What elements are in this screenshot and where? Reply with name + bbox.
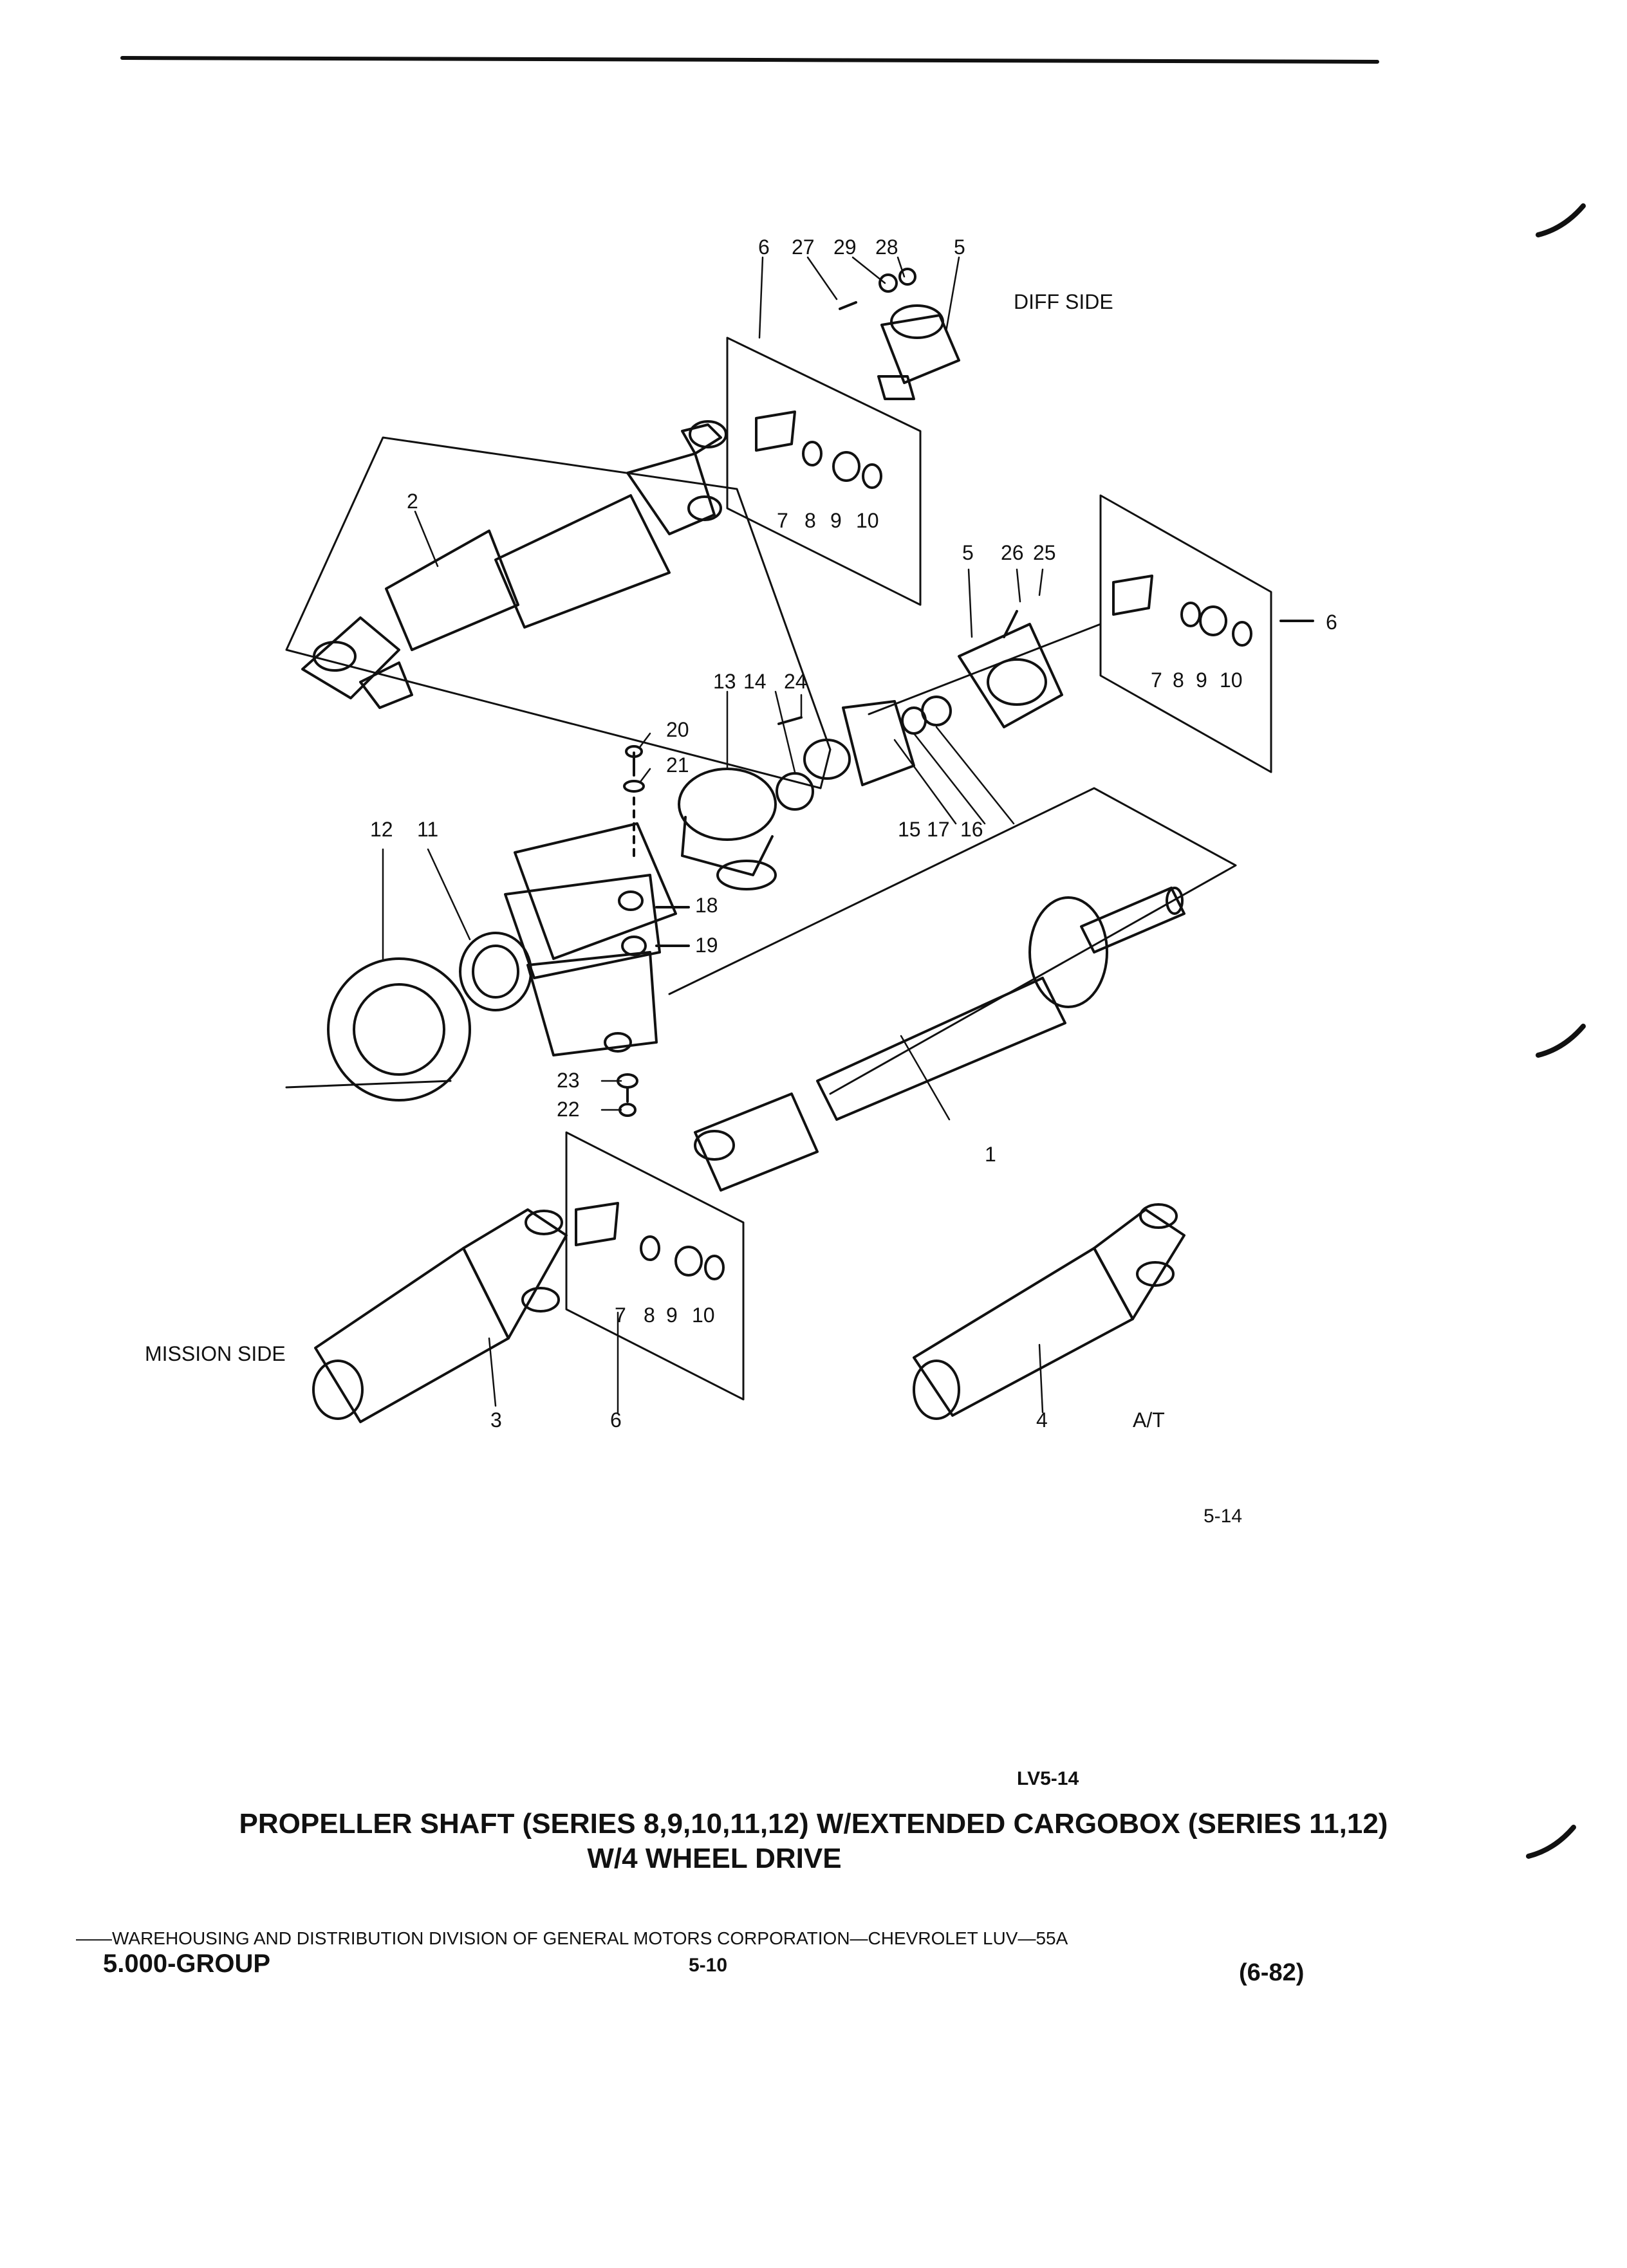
callout-10-upper: 10 [856, 509, 879, 532]
cushion-13 [678, 768, 777, 890]
callout-11: 11 [417, 818, 438, 841]
callout-5-mid: 5 [962, 541, 974, 564]
callout-8-upper: 8 [804, 509, 816, 532]
flange-5-mid [868, 610, 1102, 728]
callout-12: 12 [370, 818, 393, 841]
dust-seal-12 [285, 957, 471, 1102]
diff-side-label: DIFF SIDE [1014, 290, 1113, 313]
callout-18: 18 [695, 894, 718, 917]
at-label: A/T [1133, 1408, 1165, 1432]
top-rule [120, 56, 1379, 64]
universal-joint-kit-lower [565, 1131, 745, 1401]
punch-mark [1536, 1024, 1586, 1058]
callout-3: 3 [490, 1408, 502, 1432]
callout-10-right: 10 [1220, 668, 1243, 692]
footer-division-line: ——WAREHOUSING AND DISTRIBUTION DIVISION … [76, 1928, 1068, 1948]
callout-6-right: 6 [1326, 611, 1337, 634]
callout-16: 16 [960, 818, 983, 841]
bolt-20 [623, 745, 645, 857]
callout-9-upper: 9 [830, 509, 842, 532]
callout-8-right: 8 [1173, 668, 1184, 692]
universal-joint-kit-right [1099, 494, 1314, 773]
callout-numbers: 6 27 29 28 5 2 7 8 9 10 5 26 25 6 7 8 9 … [370, 235, 1337, 1432]
universal-joint-kit-upper [726, 337, 922, 606]
punch-mark [1536, 203, 1586, 237]
callout-10-lower: 10 [692, 1304, 715, 1327]
page-title: PROPELLER SHAFT (SERIES 8,9,10,11,12) W/… [239, 1808, 1388, 1839]
punch-mark [1526, 1825, 1576, 1859]
callout-7-right: 7 [1151, 668, 1162, 692]
callout-23: 23 [557, 1069, 580, 1092]
callout-27: 27 [792, 235, 815, 259]
flange-yoke-5-diff [839, 268, 960, 400]
footer-page-number: 5-10 [689, 1955, 728, 1976]
callout-5-top: 5 [954, 235, 965, 259]
footer-date: (6-82) [1239, 1959, 1305, 1986]
callout-25: 25 [1033, 541, 1056, 564]
callout-28: 28 [875, 235, 898, 259]
center-bearing-support [504, 822, 690, 1056]
leader-lines [382, 256, 1044, 1414]
callout-26: 26 [1001, 541, 1024, 564]
figure-number: 5-14 [1204, 1506, 1243, 1527]
propeller-shaft-4-at [913, 1203, 1185, 1420]
callout-6-lower: 6 [610, 1408, 622, 1432]
page-subtitle: W/4 WHEEL DRIVE [587, 1843, 842, 1874]
propeller-shaft-3 [312, 1208, 568, 1423]
callout-19: 19 [695, 934, 718, 957]
callout-6-top: 6 [758, 235, 770, 259]
callout-2: 2 [407, 490, 418, 513]
callout-14: 14 [743, 670, 767, 693]
callout-7-upper: 7 [777, 509, 788, 532]
companion-flange-center [776, 696, 952, 811]
mission-side-label: MISSION SIDE [145, 1342, 286, 1365]
propeller-shaft-2 [285, 420, 832, 789]
callout-15: 15 [898, 818, 921, 841]
callout-20: 20 [666, 718, 689, 741]
plate-id: LV5-14 [1017, 1768, 1079, 1789]
callout-9-right: 9 [1196, 668, 1207, 692]
bearing-11 [459, 932, 532, 1011]
propeller-shaft-1 [668, 787, 1237, 1192]
callout-29: 29 [833, 235, 857, 259]
callout-4: 4 [1036, 1408, 1048, 1432]
callout-8-lower: 8 [644, 1304, 655, 1327]
callout-1: 1 [985, 1143, 996, 1166]
callout-7-lower: 7 [615, 1304, 626, 1327]
callout-17: 17 [927, 818, 950, 841]
callout-22: 22 [557, 1098, 580, 1121]
callout-9-lower: 9 [666, 1304, 678, 1327]
callout-24: 24 [784, 670, 807, 693]
callout-13: 13 [713, 670, 736, 693]
footer-group: 5.000-GROUP [103, 1950, 271, 1978]
callout-21: 21 [666, 753, 689, 777]
